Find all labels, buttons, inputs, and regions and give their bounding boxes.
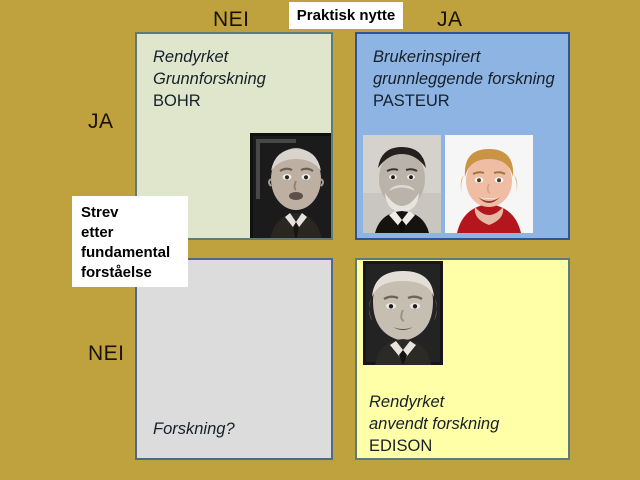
quadrant-edison-name: EDISON	[369, 437, 433, 455]
axis-label-top-nei: NEI	[213, 8, 250, 31]
quadrant-bohr-line-2: Grunnforskning	[153, 70, 266, 88]
solberg-portrait	[445, 135, 533, 233]
quadrant-edison-line-2: anvendt forskning	[369, 415, 500, 433]
quadrant-bohr-name: BOHR	[153, 92, 201, 110]
quadrant-pasteur[interactable]: Brukerinspirert grunnleggende forskning …	[355, 32, 570, 240]
quadrant-pasteur-name: PASTEUR	[373, 92, 450, 110]
quadrant-pasteur-line-2: grunnleggende forskning	[373, 70, 555, 88]
quadrant-forskning-text: Forskning?	[153, 418, 235, 440]
axis-label-left-ja: JA	[88, 110, 114, 133]
top-axis-title: Praktisk nytte	[289, 2, 403, 29]
quadrant-edison-text: Rendyrket anvendt forskning EDISON	[369, 391, 499, 457]
edison-portrait	[363, 261, 443, 365]
left-axis-title: Strev etter fundamental forståelse	[72, 196, 188, 287]
quadrant-edison-line-1: Rendyrket	[369, 393, 445, 411]
axis-label-left-nei: NEI	[88, 342, 125, 365]
quadrant-pasteur-text: Brukerinspirert grunnleggende forskning …	[373, 46, 555, 112]
bohr-portrait	[250, 133, 331, 238]
axis-label-top-ja: JA	[437, 8, 463, 31]
quadrant-forskning[interactable]: Forskning?	[135, 258, 333, 460]
left-axis-title-line-4: forståelse	[81, 264, 152, 281]
left-axis-title-line-1: Strev	[81, 204, 119, 221]
quadrant-edison[interactable]: Rendyrket anvendt forskning EDISON	[355, 258, 570, 460]
pasteur-portrait	[363, 135, 441, 233]
left-axis-title-line-3: fundamental	[81, 244, 171, 261]
quadrant-bohr-line-1: Rendyrket	[153, 48, 229, 66]
quadrant-bohr-text: Rendyrket Grunnforskning BOHR	[153, 46, 266, 112]
left-axis-title-line-2: etter	[81, 224, 114, 241]
quadrant-forskning-line-1: Forskning?	[153, 420, 235, 438]
quadrant-pasteur-line-1: Brukerinspirert	[373, 48, 481, 66]
quadrant-bohr[interactable]: Rendyrket Grunnforskning BOHR	[135, 32, 333, 240]
